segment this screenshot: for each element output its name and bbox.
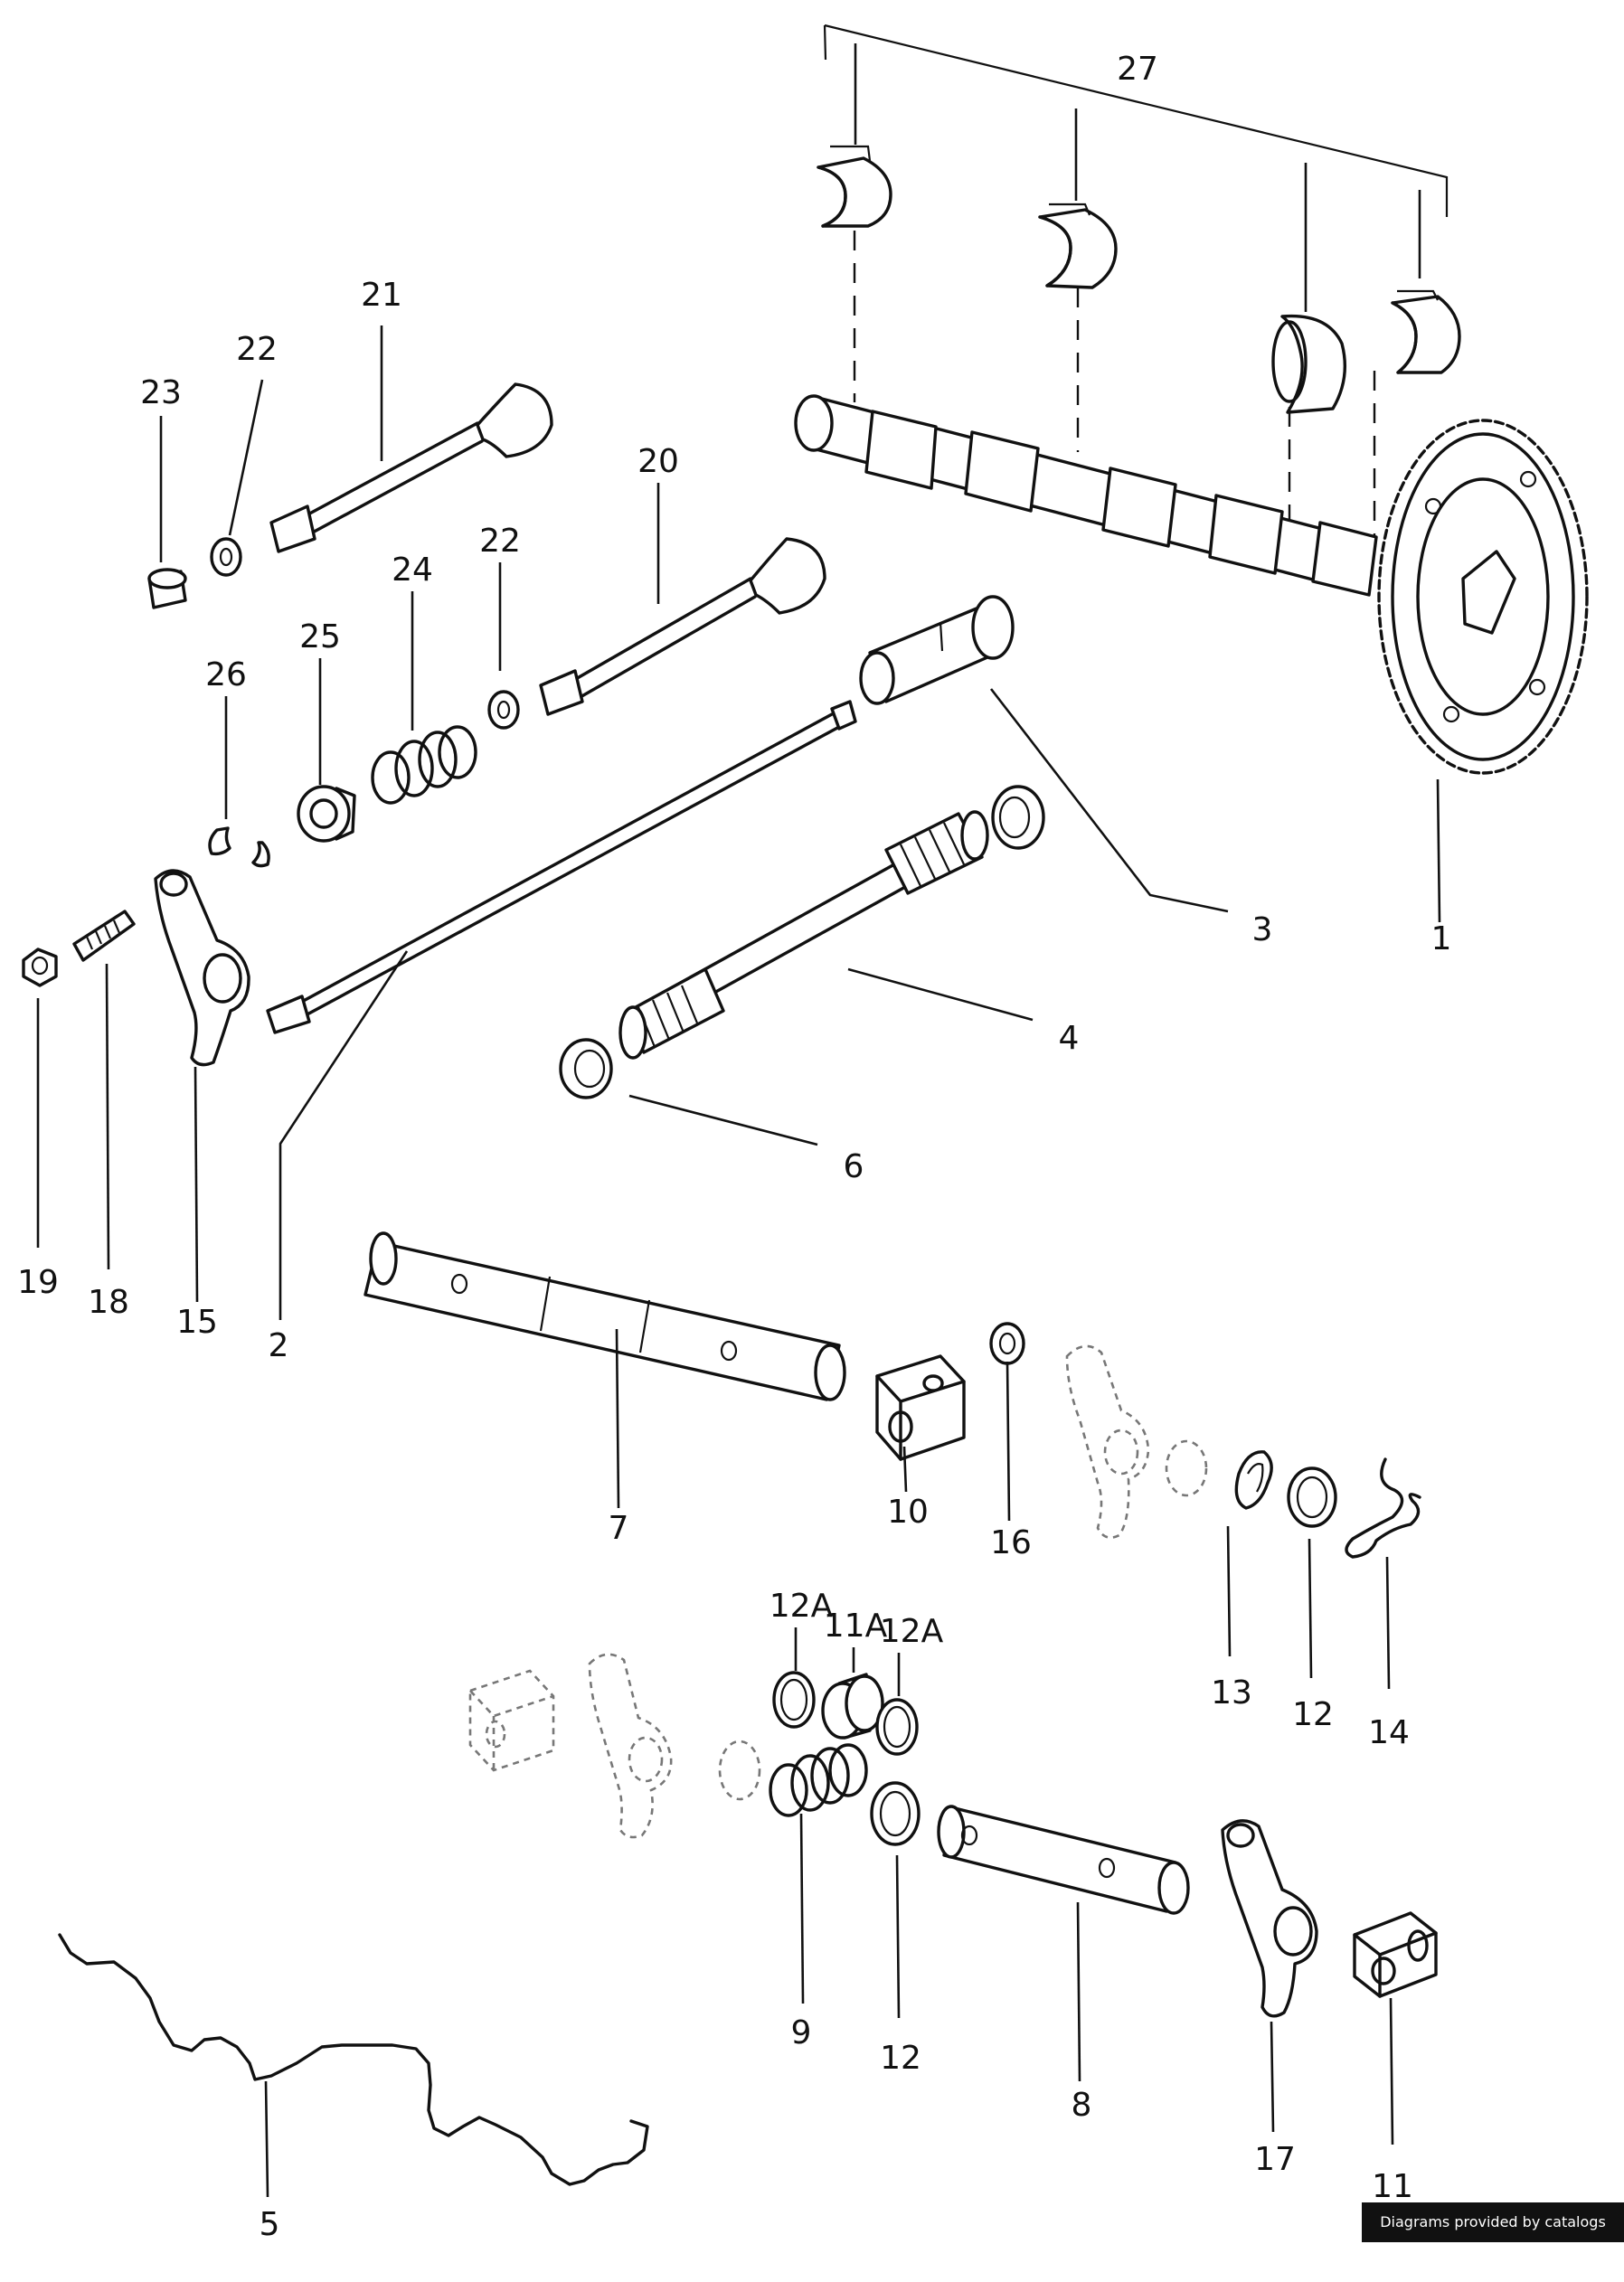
phantom-rocker-upper	[1065, 1344, 1150, 1539]
bearing-shell-1	[817, 145, 892, 228]
label-11: 11	[1372, 2168, 1413, 2205]
bearing-shell-4	[1391, 289, 1461, 374]
label-7: 7	[609, 1510, 629, 1547]
label-19: 19	[17, 1264, 59, 1301]
label-22-upper: 22	[236, 331, 278, 368]
label-12a-right: 12A	[880, 1613, 944, 1650]
label-9: 9	[791, 2014, 812, 2051]
label-1: 1	[1431, 920, 1452, 957]
ring-12a-right	[875, 1698, 919, 1756]
phantom-rocker-lower	[588, 1653, 673, 1839]
label-5: 5	[260, 2206, 280, 2242]
label-26: 26	[205, 656, 247, 693]
label-25: 25	[299, 618, 341, 655]
spacer-11a	[821, 1673, 884, 1740]
label-20: 20	[637, 443, 679, 480]
label-11a: 11A	[824, 1608, 888, 1645]
bearing-shells-group: 27	[817, 24, 1461, 414]
bearing-shell-2	[1038, 203, 1118, 289]
tappet-3	[859, 595, 1015, 705]
washer-22-upper	[210, 537, 242, 577]
label-15: 15	[176, 1304, 218, 1341]
label-14: 14	[1368, 1714, 1410, 1751]
phantom-ring-lower	[718, 1740, 761, 1801]
spring-washer-13	[1234, 1450, 1273, 1510]
washer-22-lower	[487, 690, 520, 730]
ring-12a-left	[772, 1671, 816, 1729]
rocker-shaft-8	[937, 1805, 1190, 1915]
phantom-ring-upper	[1165, 1439, 1208, 1497]
phantom-support-lower	[468, 1669, 555, 1772]
label-12-lower: 12	[880, 2040, 921, 2077]
camshaft-gear	[1377, 419, 1589, 775]
label-16: 16	[990, 1524, 1032, 1561]
label-18: 18	[88, 1284, 129, 1321]
label-27: 27	[1117, 51, 1158, 88]
valve-21	[269, 382, 553, 553]
gasket-wire-5	[58, 1933, 649, 2186]
washer-12-upper	[1287, 1466, 1337, 1528]
label-23: 23	[140, 374, 182, 411]
spring-retainer-25	[297, 785, 356, 843]
camshaft	[794, 394, 1378, 597]
shaft-support-11	[1353, 1911, 1438, 1998]
label-3: 3	[1252, 911, 1273, 948]
spring-9	[769, 1743, 868, 1817]
label-24: 24	[392, 552, 433, 589]
tube-seal-upper	[991, 785, 1045, 850]
washer-12-lower	[870, 1781, 921, 1846]
label-8: 8	[1072, 2087, 1092, 2124]
label-13: 13	[1211, 1674, 1252, 1712]
label-17: 17	[1254, 2141, 1296, 2178]
push-rod-tube-4	[618, 810, 989, 1060]
rocker-arm-15	[154, 869, 250, 1067]
camshaft-journal-lobes	[864, 410, 1378, 597]
label-12a-left: 12A	[770, 1588, 834, 1625]
label-21: 21	[361, 277, 402, 314]
cap-23	[147, 568, 187, 609]
label-22-lower: 22	[479, 523, 521, 560]
retaining-clip-14	[1345, 1457, 1421, 1559]
label-4: 4	[1059, 1020, 1080, 1057]
shaft-support-10	[875, 1354, 966, 1461]
diagram-credit: Diagrams provided by catalogs parts	[1362, 2202, 1624, 2270]
label-10: 10	[887, 1494, 929, 1531]
bearing-shell-3	[1271, 314, 1347, 414]
valve-20	[539, 537, 826, 716]
washer-16	[989, 1322, 1025, 1365]
valve-keepers-26	[208, 826, 270, 868]
label-2: 2	[269, 1327, 289, 1364]
lock-nut-19	[22, 948, 58, 987]
rocker-arm-17	[1221, 1819, 1318, 2018]
valve-spring-24	[371, 725, 477, 805]
rocker-shaft-7	[364, 1231, 846, 1401]
label-12-upper: 12	[1292, 1696, 1334, 1733]
tube-seal-6	[559, 1038, 613, 1099]
adjusting-screw-18	[72, 910, 136, 962]
push-rod-2	[266, 700, 857, 1034]
label-6: 6	[844, 1148, 864, 1185]
